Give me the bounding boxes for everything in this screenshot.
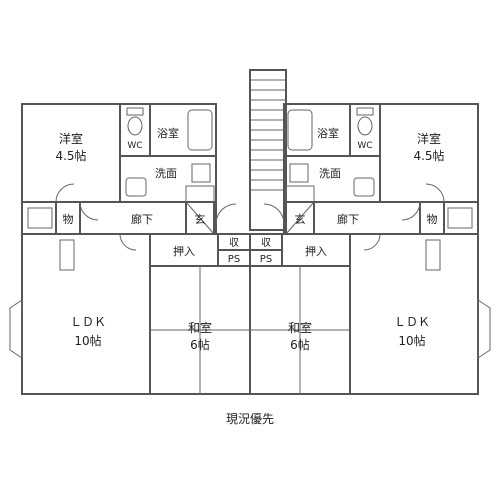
right-shoebox bbox=[285, 185, 315, 203]
right-japanese-room-size: 6帖 bbox=[290, 337, 310, 352]
left-oshiire-label: 押入 bbox=[173, 244, 195, 258]
left-unit bbox=[9, 103, 251, 395]
staircase bbox=[249, 69, 287, 231]
left-bathtub bbox=[187, 109, 213, 151]
right-western-room-label: 洋室 bbox=[417, 131, 441, 146]
left-washroom-label: 洗面 bbox=[155, 167, 177, 180]
left-washer bbox=[191, 163, 211, 183]
right-ldk-label: ＬＤＫ bbox=[394, 315, 430, 329]
right-mono-label: 物 bbox=[427, 212, 438, 226]
right-washer bbox=[289, 163, 309, 183]
right-ldk-fixture bbox=[425, 239, 441, 271]
right-japanese-room-label: 和室 bbox=[288, 320, 312, 335]
right-ldk bbox=[349, 233, 479, 395]
current-condition-note: 現況優先 bbox=[225, 412, 274, 426]
left-mono-label: 物 bbox=[63, 212, 74, 226]
right-genkan-label: 玄 bbox=[295, 212, 306, 226]
right-storage-box bbox=[447, 207, 473, 229]
right-bath-label: 浴室 bbox=[317, 126, 339, 140]
left-western-room-size: 4.5帖 bbox=[55, 148, 86, 163]
right-corridor-label: 廊下 bbox=[337, 212, 359, 226]
left-japanese-room-label: 和室 bbox=[188, 320, 212, 335]
left-toilet-tank bbox=[126, 107, 144, 116]
right-washroom-label: 洗面 bbox=[319, 167, 341, 180]
right-ps-label: PS bbox=[260, 254, 272, 265]
right-bathtub bbox=[287, 109, 313, 151]
right-bay-window bbox=[477, 299, 491, 359]
left-japanese-room-size: 6帖 bbox=[190, 337, 210, 352]
right-western-room-size: 4.5帖 bbox=[413, 148, 444, 163]
left-shunou-label: 収 bbox=[229, 237, 239, 249]
left-washbasin bbox=[125, 177, 147, 197]
right-toilet-bowl bbox=[357, 116, 373, 136]
left-ldk-size: 10帖 bbox=[74, 333, 101, 348]
right-oshiire-label: 押入 bbox=[305, 244, 327, 258]
left-storage-box bbox=[27, 207, 53, 229]
left-shoebox bbox=[185, 185, 215, 203]
left-bath-label: 浴室 bbox=[157, 126, 179, 140]
left-ldk bbox=[21, 233, 151, 395]
left-bay-window bbox=[9, 299, 23, 359]
right-wc-label: WC bbox=[357, 141, 372, 151]
left-toilet-bowl bbox=[127, 116, 143, 136]
right-unit bbox=[249, 103, 491, 395]
left-corridor-label: 廊下 bbox=[131, 212, 153, 226]
left-wc-label: WC bbox=[127, 141, 142, 151]
left-ldk-label: ＬＤＫ bbox=[70, 315, 106, 329]
left-ps-label: PS bbox=[228, 254, 240, 265]
left-ldk-fixture bbox=[59, 239, 75, 271]
left-western-room-label: 洋室 bbox=[59, 131, 83, 146]
right-toilet-tank bbox=[356, 107, 374, 116]
right-washbasin bbox=[353, 177, 375, 197]
left-genkan-label: 玄 bbox=[195, 212, 206, 226]
right-shunou-label: 収 bbox=[261, 237, 271, 249]
right-ldk-size: 10帖 bbox=[398, 333, 425, 348]
